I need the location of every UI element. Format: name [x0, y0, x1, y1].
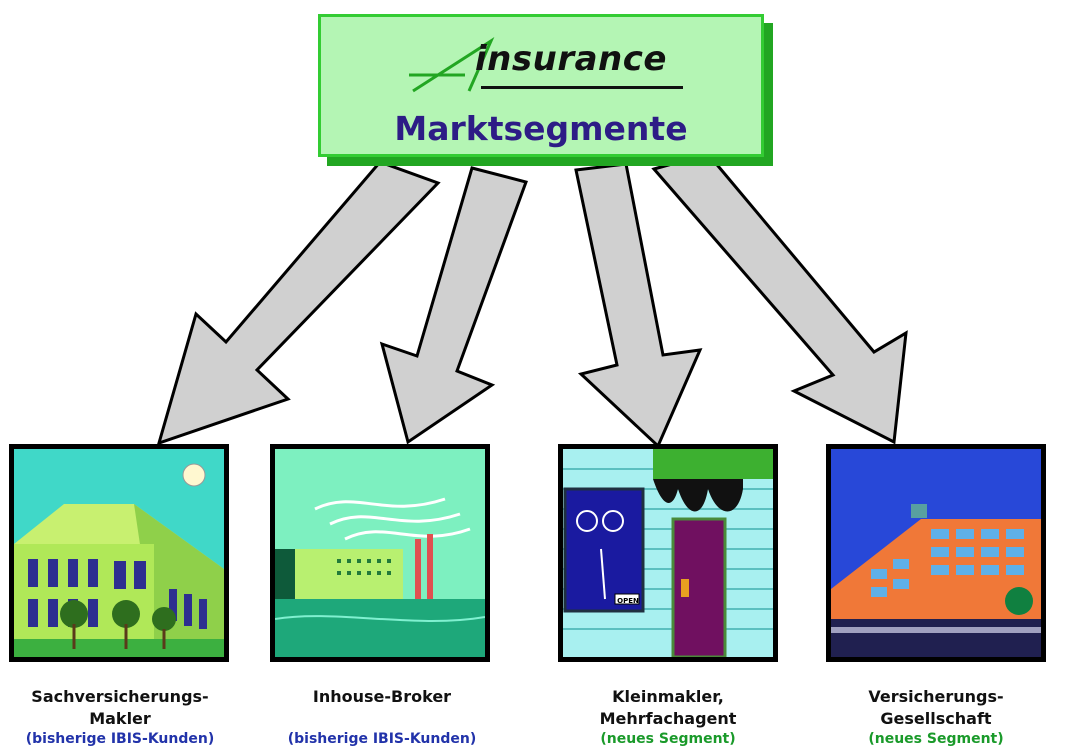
title-box: insurance Marktsegmente [318, 14, 764, 157]
caption-line: Inhouse-Broker [312, 687, 452, 706]
caption-note: (bisherige IBIS-Kunden) [287, 731, 477, 747]
arrow-to-sachversicherung [156, 160, 441, 446]
caption-note: (neues Segment) [600, 731, 736, 747]
brand-name: insurance [475, 39, 667, 79]
brand-underline [481, 86, 683, 89]
arrow-to-kleinmakler [574, 162, 703, 449]
caption-note: (bisherige IBIS-Kunden) [25, 731, 215, 747]
arrow-to-inhouse-broker [379, 166, 528, 445]
caption-versicherung: Versicherungs- Gesellschaft (neues Segme… [816, 686, 1056, 748]
image-versicherung [826, 444, 1046, 662]
caption-line: Versicherungs- [868, 687, 1004, 706]
caption-line [262, 708, 502, 730]
diagram-title: Marktsegmente [394, 109, 688, 148]
caption-line: Kleinmakler, [612, 687, 724, 706]
caption-sachversicherung: Sachversicherungs- Makler (bisherige IBI… [0, 686, 240, 748]
caption-line: Sachversicherungs- [31, 687, 209, 706]
arrow-to-versicherung [651, 152, 908, 445]
image-inhouse-broker [270, 444, 490, 662]
image-kleinmakler: OPEN [558, 444, 778, 662]
caption-line: Makler [89, 709, 151, 728]
caption-line: Gesellschaft [880, 709, 992, 728]
caption-inhouse-broker: Inhouse-Broker (bisherige IBIS-Kunden) [262, 686, 502, 748]
open-sign: OPEN [617, 597, 639, 605]
caption-line: Mehrfachagent [599, 709, 737, 728]
image-sachversicherung [9, 444, 229, 662]
caption-note: (neues Segment) [868, 731, 1004, 747]
four-logo-icon [409, 37, 495, 93]
caption-kleinmakler: Kleinmakler, Mehrfachagent (neues Segmen… [548, 686, 788, 748]
